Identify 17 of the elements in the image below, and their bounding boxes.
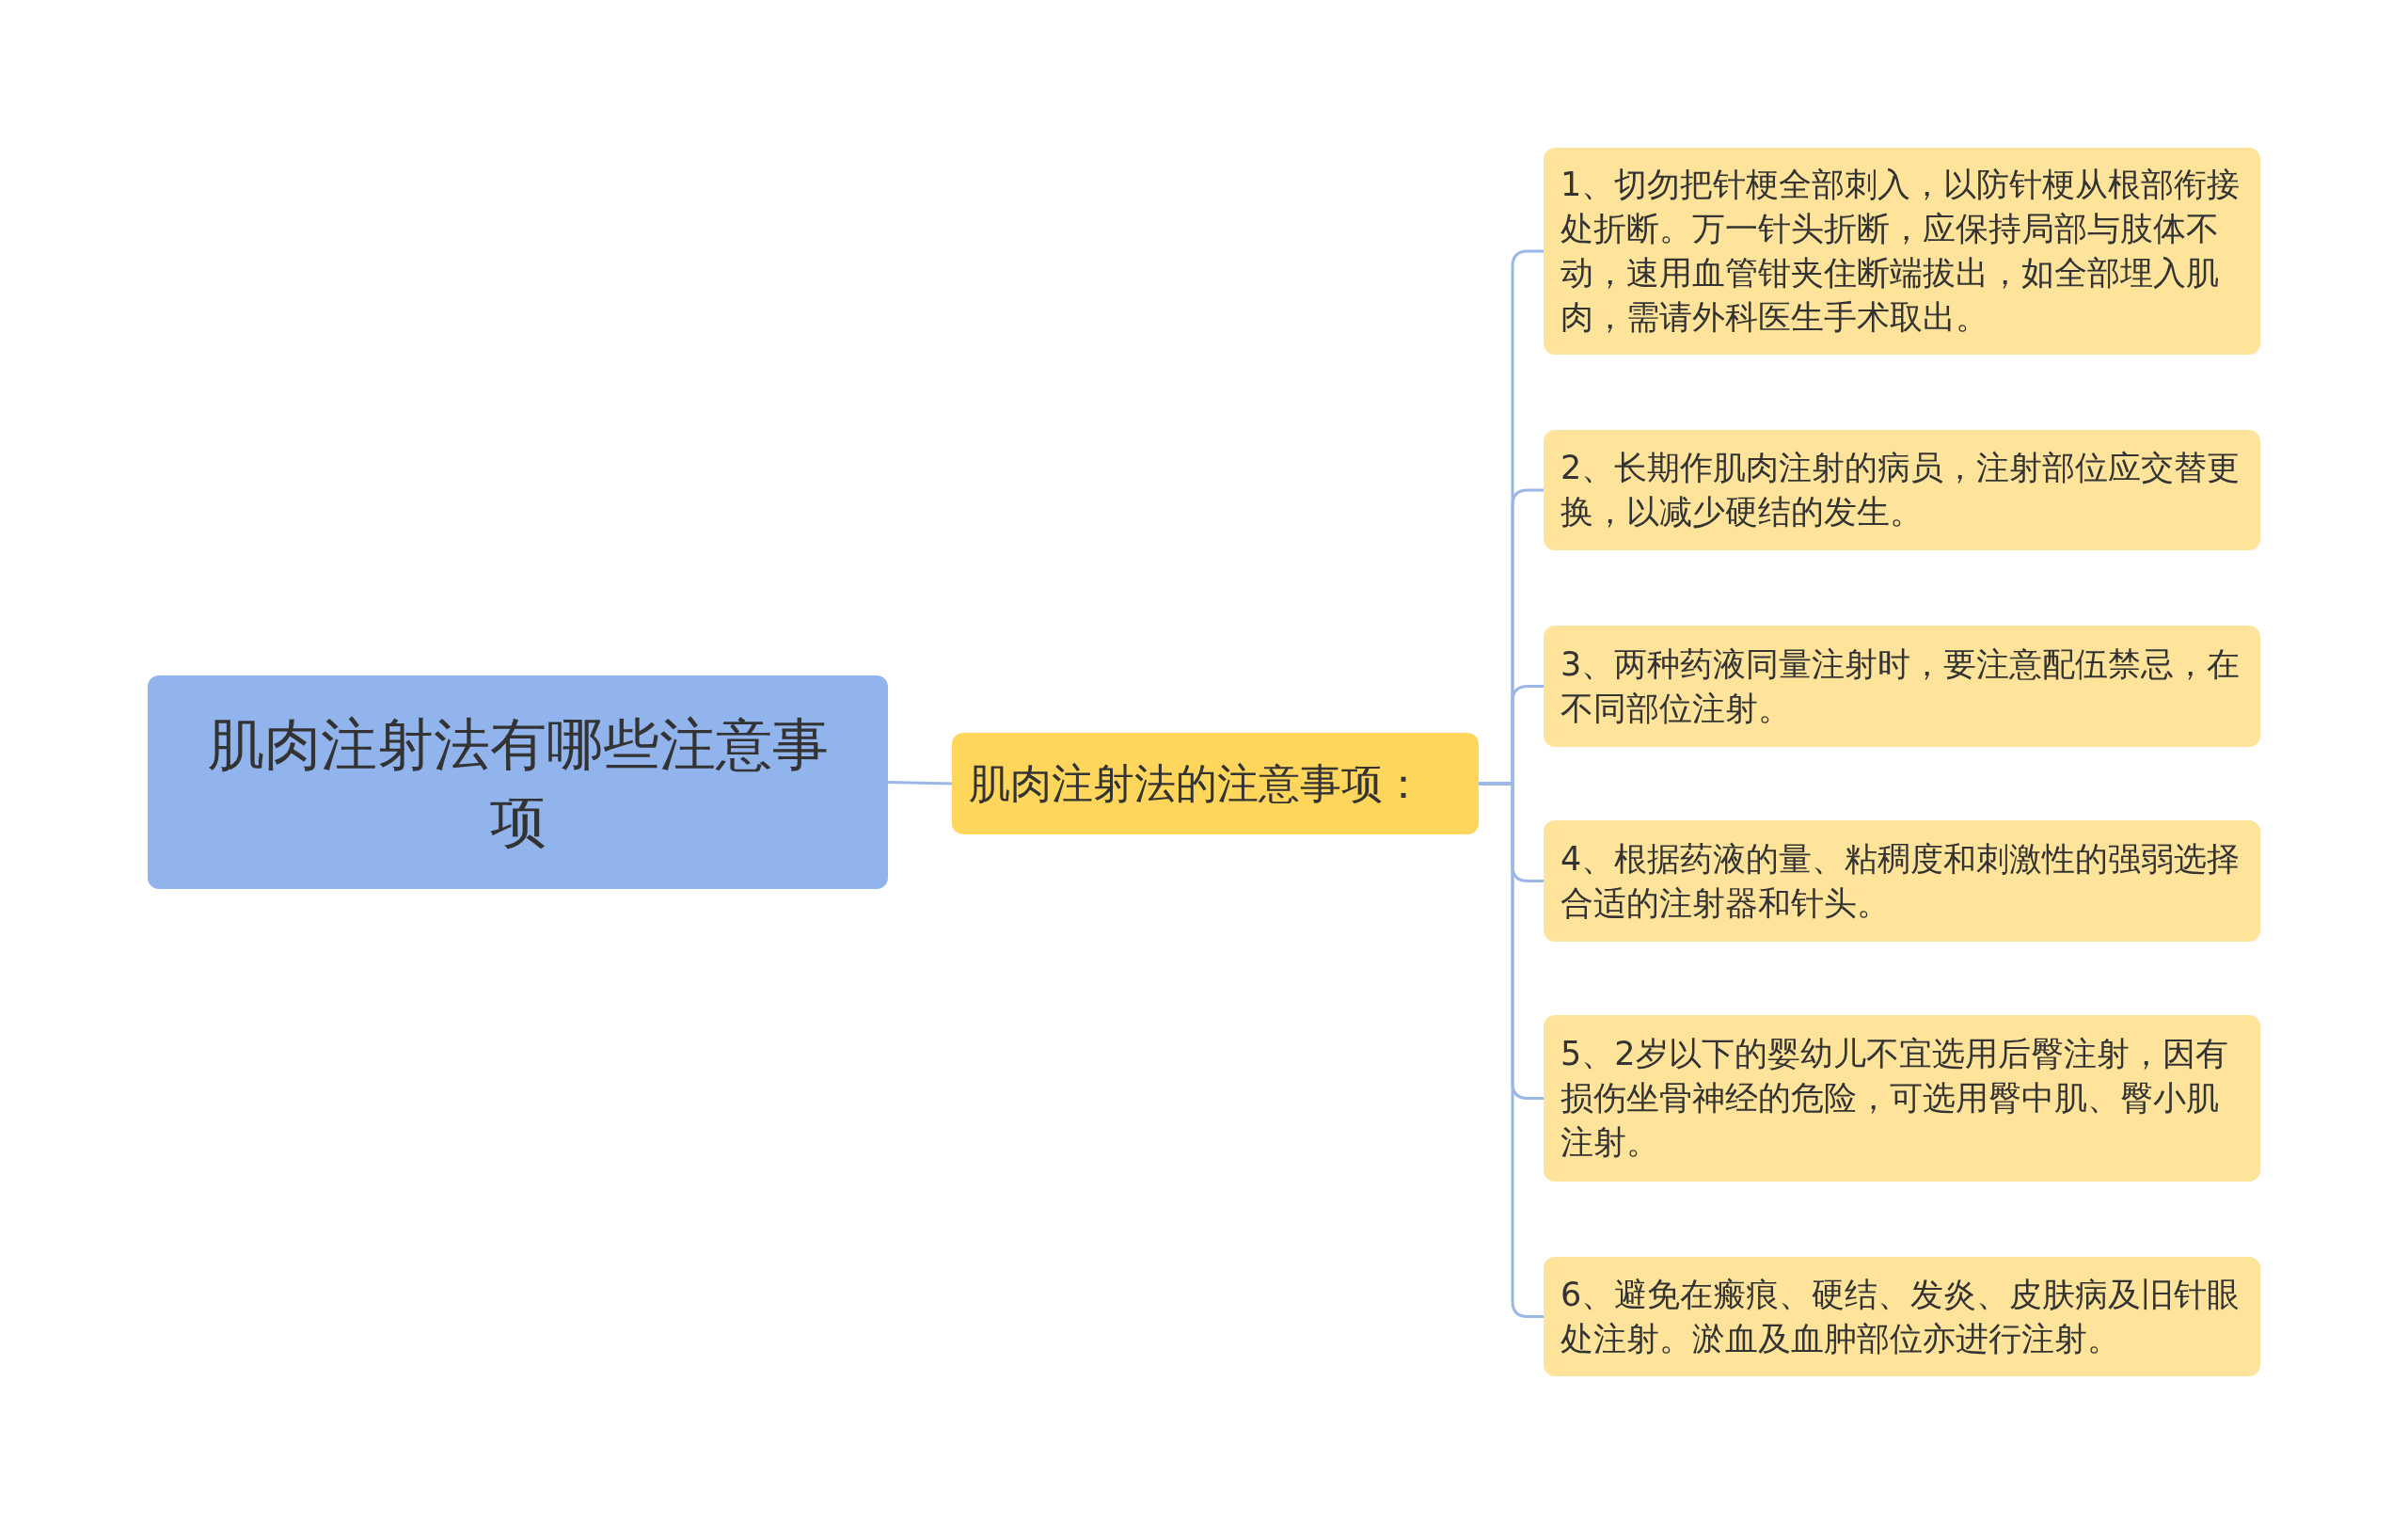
connector-line: [887, 781, 953, 786]
note-box: [1544, 820, 2260, 942]
topic-box: [148, 675, 888, 889]
note-box: [1544, 1257, 2260, 1376]
note-box: [1544, 1015, 2260, 1182]
note-box: [1544, 430, 2260, 550]
note-text: 5、2岁以下的婴幼儿不宜选用后臀注射，因有损伤坐骨神经的危险，可选用臀中肌、臀小肌注射。: [1560, 1034, 2229, 1163]
topic-text: 肌肉注射法有哪些注意事项: [206, 709, 830, 856]
note-text: 3、两种药液同量注射时，要注意配伍禁忌，在不同部位注射。: [1560, 643, 2242, 729]
note-text: 1、切勿把针梗全部刺入，以防针梗从根部衔接处折断。万一针头折断，应保持局部与肢体不动，速用血管钳夹住断端拔出，如全部埋入肌肉，需请外科医生手术取出。: [1560, 165, 2242, 338]
note-box: [1544, 148, 2260, 355]
note-text: 2、长期作肌肉注射的病员，注射部位应交替更换，以减少硬结的发生。: [1560, 448, 2242, 532]
note-text: 4、根据药液的量、粘稠度和刺激性的强弱选择合适的注射器和针头。: [1560, 838, 2242, 924]
subtopic-text: 肌肉注射法的注意事项：: [969, 758, 1425, 809]
note-box: [1544, 626, 2260, 747]
subtopic-box: [952, 733, 1479, 834]
note-text: 6、避免在瘢痕、硬结、发炎、皮肤病及旧针眼处注射。淤血及血肿部位亦进行注射。: [1560, 1274, 2242, 1359]
